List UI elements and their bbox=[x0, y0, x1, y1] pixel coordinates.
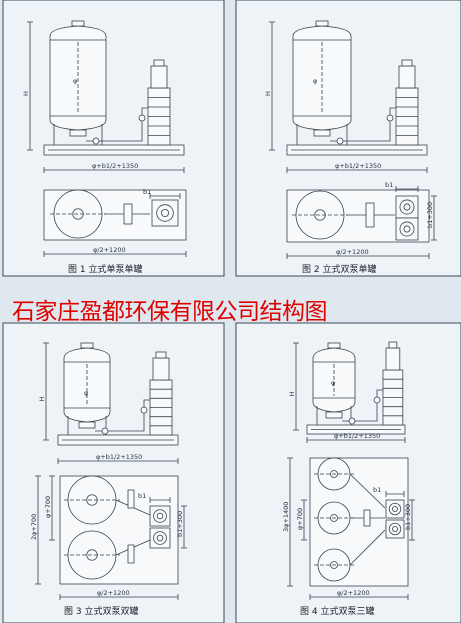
figure-2 bbox=[269, 20, 437, 259]
figure-1 bbox=[27, 20, 187, 257]
dimension-label: φ/2+1200 bbox=[337, 589, 370, 597]
dimension-label: φ bbox=[73, 77, 77, 85]
plan-valve bbox=[127, 544, 135, 564]
figure-caption: 图 2 立式双泵单罐 bbox=[302, 263, 376, 275]
pipe-valve bbox=[101, 427, 109, 435]
dimension-label: 3φ+1400 bbox=[282, 502, 290, 532]
pipe-valve bbox=[348, 417, 356, 425]
dimension-label: H bbox=[288, 392, 296, 397]
dimension-label: 2φ+700 bbox=[30, 514, 38, 540]
tank-top-flange bbox=[71, 20, 85, 27]
pump-motor bbox=[385, 347, 401, 371]
dimension-label: φ/2+1200 bbox=[93, 246, 126, 254]
pump-plan-core bbox=[392, 506, 398, 512]
connecting-pipe bbox=[342, 389, 387, 422]
pump-motor bbox=[150, 65, 168, 89]
pipe-valve bbox=[373, 396, 381, 404]
dimension-label: φ bbox=[313, 77, 317, 85]
pipe-valve bbox=[386, 114, 394, 122]
pump-plan-core bbox=[403, 203, 411, 211]
dimension-label: b1 bbox=[385, 181, 393, 189]
pump-plan-core bbox=[403, 225, 411, 233]
dimension-label: b1 bbox=[373, 486, 381, 494]
dimension-label: φ bbox=[84, 389, 88, 397]
dimension-label: φ+700 bbox=[296, 508, 304, 530]
tank-top-flange bbox=[315, 20, 329, 27]
dimension-label: φ/2+1200 bbox=[336, 248, 369, 256]
figure-3 bbox=[35, 342, 187, 600]
motor-cap bbox=[401, 59, 413, 67]
figure-caption: 图 1 立式单泵单罐 bbox=[68, 263, 142, 275]
pump-plan-core bbox=[160, 208, 170, 218]
plan-valve bbox=[123, 203, 133, 225]
outlet-flange bbox=[69, 129, 87, 137]
plan-pipe bbox=[349, 529, 386, 566]
pipe-valve bbox=[140, 406, 148, 414]
dimension-label: φ bbox=[331, 379, 335, 387]
plan-pipe bbox=[349, 473, 386, 509]
motor-cap bbox=[155, 351, 167, 359]
dimension-label: H bbox=[38, 397, 46, 402]
company-banner: 石家庄盈都环保有限公司结构图 bbox=[12, 299, 328, 325]
pump-motor bbox=[398, 65, 416, 89]
pump-motor bbox=[152, 357, 170, 381]
dimension-label: H bbox=[264, 91, 272, 96]
dimension-label: b1 bbox=[143, 188, 151, 196]
pipe-valve bbox=[138, 114, 146, 122]
dimension-label: φ+b1/2+1350 bbox=[96, 453, 142, 461]
tank-top-flange bbox=[327, 342, 341, 349]
outlet-flange bbox=[78, 421, 96, 429]
dimension-label: b1+300 bbox=[426, 202, 434, 228]
figure-caption: 图 3 立式双泵双罐 bbox=[64, 605, 138, 617]
dimension-label: φ+700 bbox=[44, 496, 52, 518]
pump-plan-core bbox=[392, 526, 398, 532]
motor-cap bbox=[388, 341, 398, 349]
pipe-valve bbox=[336, 137, 344, 145]
figure-caption: 图 4 立式双泵三罐 bbox=[300, 605, 374, 617]
tank-top-flange bbox=[80, 342, 94, 349]
figure-4 bbox=[287, 341, 415, 600]
plan-valve bbox=[363, 509, 371, 527]
dimension-label: φ+b1/2+1350 bbox=[334, 432, 380, 440]
dimension-label: φ+b1/2+1350 bbox=[92, 162, 138, 170]
motor-cap bbox=[153, 59, 165, 67]
dimension-label: φ/2+1200 bbox=[97, 589, 130, 597]
connecting-pipe bbox=[95, 399, 154, 432]
connecting-pipe bbox=[86, 107, 152, 142]
plan-valve bbox=[365, 202, 375, 228]
dimension-label: b1 bbox=[138, 492, 146, 500]
pump-plan-core bbox=[156, 512, 164, 520]
outlet-flange bbox=[325, 411, 343, 419]
dimension-label: H bbox=[22, 91, 30, 96]
connecting-pipe bbox=[330, 107, 400, 142]
outlet-flange bbox=[313, 129, 331, 137]
pipe-valve bbox=[92, 137, 100, 145]
plan-valve bbox=[127, 489, 135, 509]
dimension-label: φ+b1/2+1350 bbox=[335, 162, 381, 170]
dimension-label: b1+300 bbox=[176, 511, 184, 537]
dimension-label: b1+300 bbox=[404, 504, 412, 530]
pump-plan-core bbox=[156, 534, 164, 542]
